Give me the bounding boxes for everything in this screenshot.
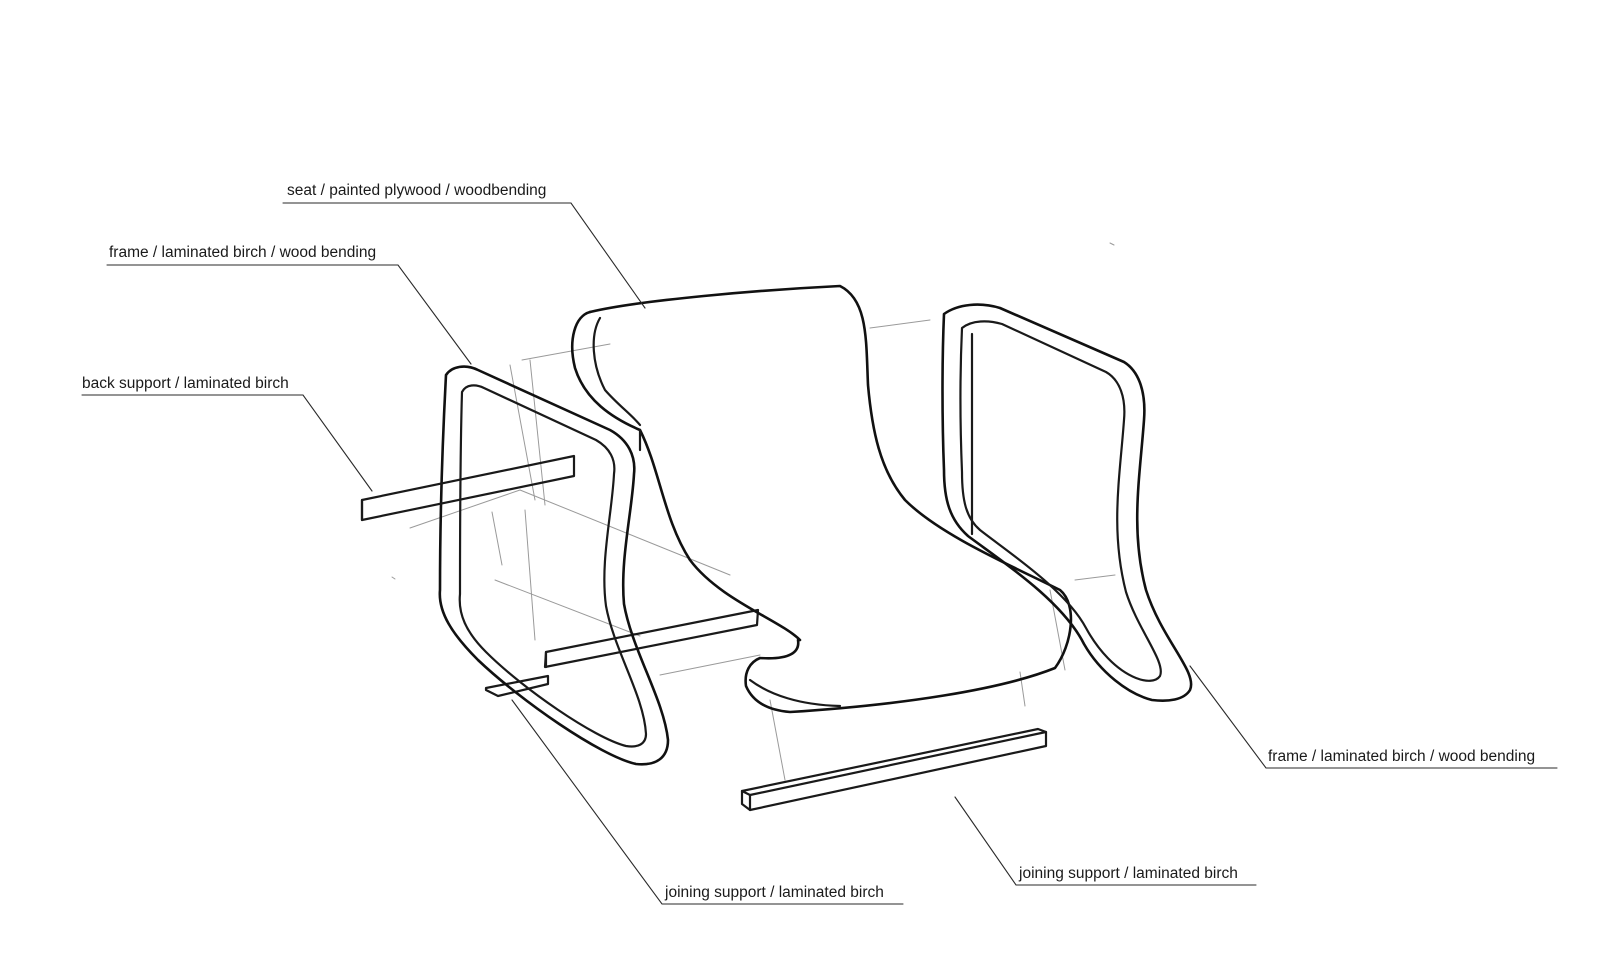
construction-lines xyxy=(392,243,1115,780)
callout-frame-right: frame / laminated birch / wood bending xyxy=(1268,748,1535,765)
callout-frame-left: frame / laminated birch / wood bending xyxy=(109,244,376,261)
callout-leaders xyxy=(82,203,1557,904)
back-support-bar xyxy=(362,456,574,520)
front-joining-support xyxy=(742,729,1046,810)
seat-panel xyxy=(572,286,1071,712)
callout-labels: seat / painted plywood / woodbending fra… xyxy=(82,182,1535,901)
callout-joining-support-right: joining support / laminated birch xyxy=(1018,865,1238,882)
callout-seat: seat / painted plywood / woodbending xyxy=(287,182,546,199)
rear-joining-rail xyxy=(486,610,758,696)
callout-joining-support-left: joining support / laminated birch xyxy=(664,884,884,901)
callout-back-support: back support / laminated birch xyxy=(82,375,289,392)
